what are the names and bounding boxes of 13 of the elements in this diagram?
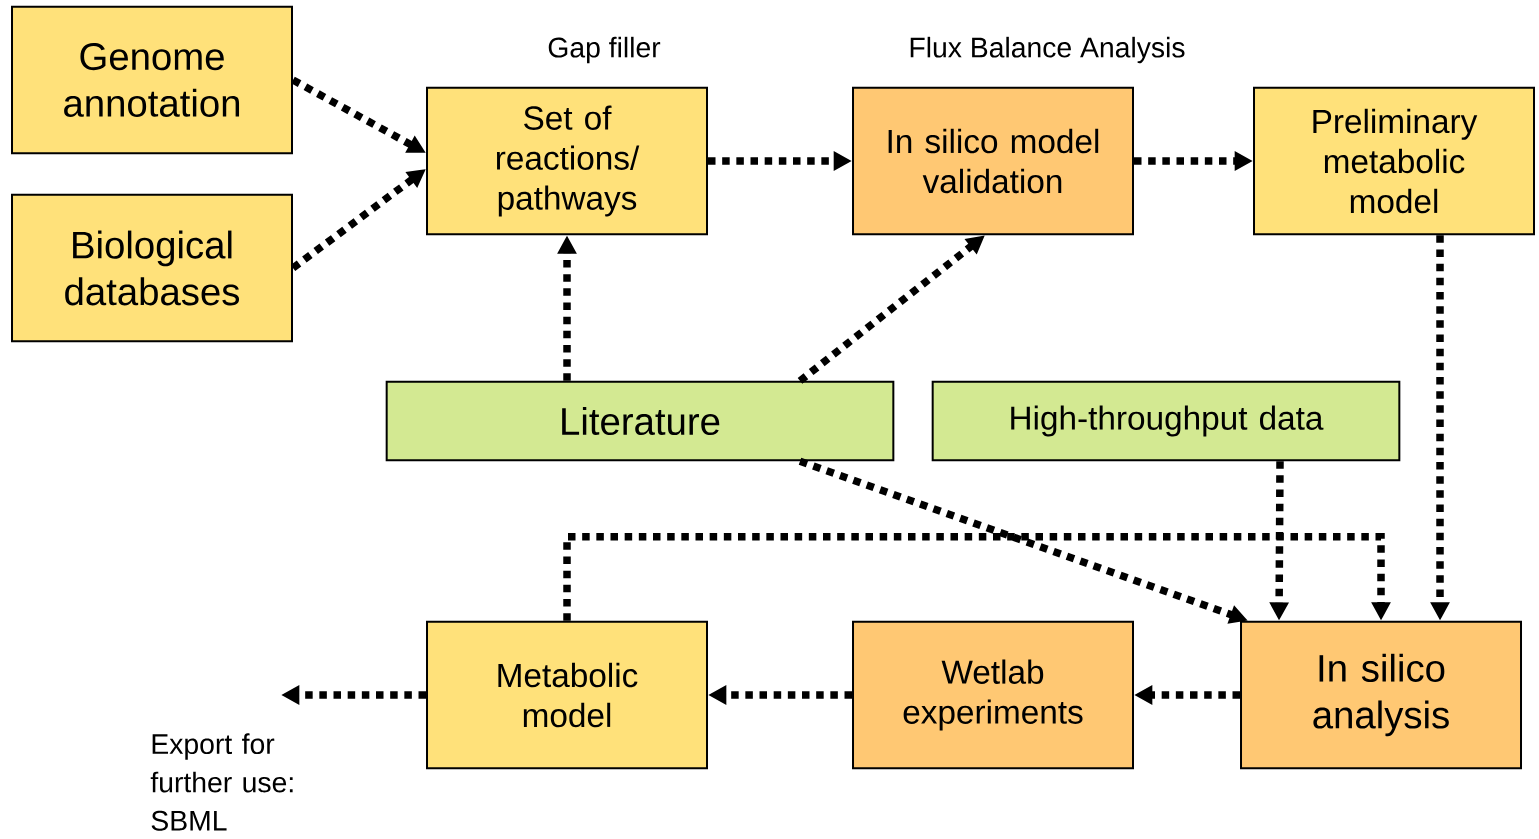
note-text: Export for further use: SBML — [150, 733, 293, 831]
process-box: Metabolic model — [426, 620, 708, 770]
process-box: High-throughput data — [931, 380, 1401, 462]
process-box: Biological databases — [11, 193, 293, 343]
process-box: Genome annotation — [11, 5, 293, 155]
process-box: In silico analysis — [1240, 620, 1522, 770]
annotation-label: Flux Balance Analysis — [910, 36, 1185, 64]
process-box: Wetlab experiments — [852, 620, 1134, 770]
process-box: Set of reactions/ pathways — [426, 86, 708, 236]
annotation-label: Gap filler — [548, 36, 661, 64]
process-box: Preliminary metabolic model — [1253, 86, 1535, 236]
process-box: In silico model validation — [852, 86, 1134, 236]
process-box: Literature — [385, 380, 895, 462]
